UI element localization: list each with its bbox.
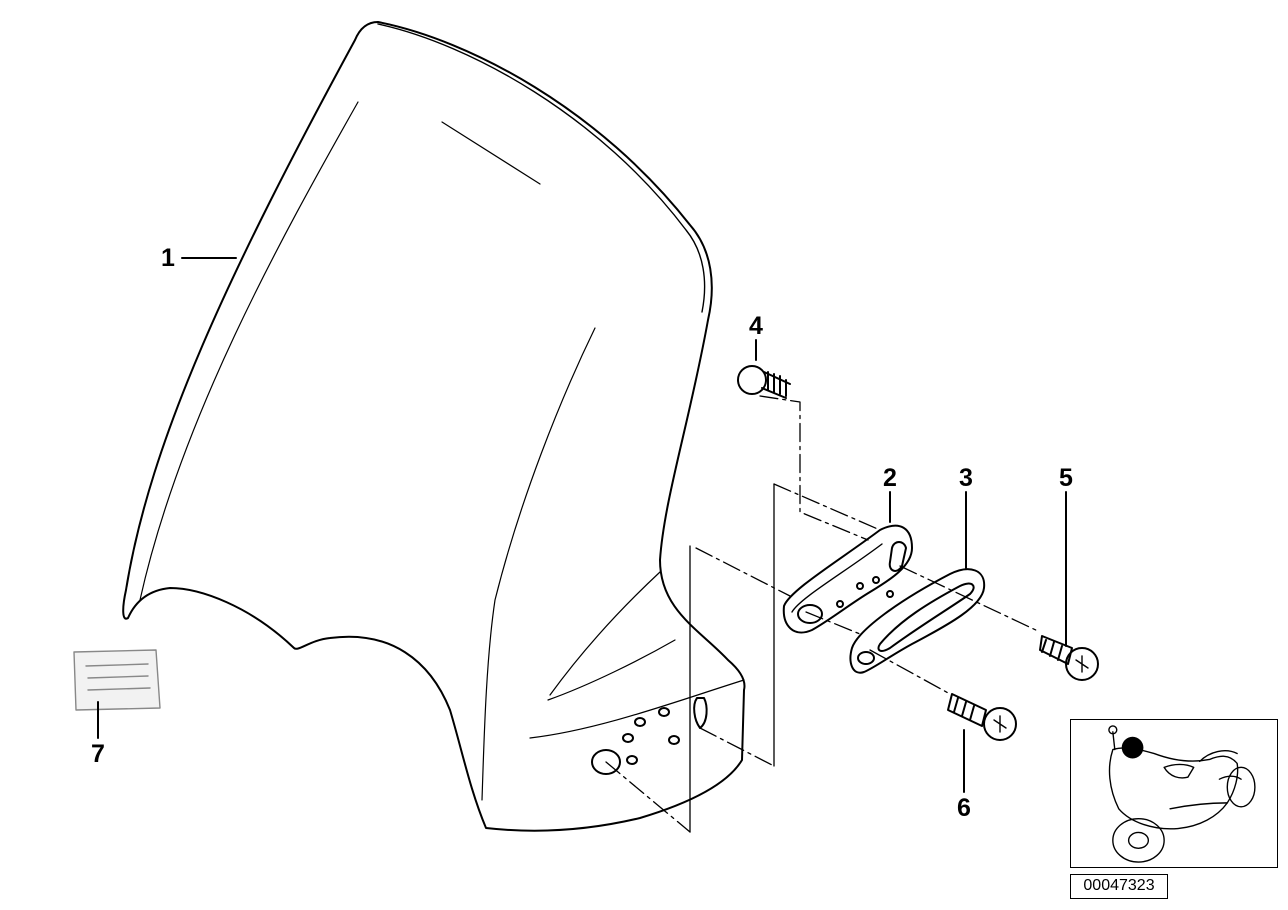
screw-6 bbox=[947, 693, 1017, 741]
location-thumbnail bbox=[1070, 719, 1278, 868]
screw-4 bbox=[737, 365, 791, 399]
assembly-lines bbox=[605, 395, 1041, 833]
windscreen-inner-left bbox=[139, 101, 359, 601]
callout-5: 5 bbox=[1059, 464, 1073, 492]
mount-hole bbox=[668, 735, 680, 745]
mount-slot bbox=[693, 697, 708, 729]
windscreen-lower-contour bbox=[549, 571, 661, 696]
windscreen-inner-curve bbox=[481, 327, 596, 801]
sticker bbox=[73, 649, 161, 711]
windscreen-highlight bbox=[441, 121, 541, 185]
windscreen bbox=[122, 21, 746, 832]
screw-5 bbox=[1039, 635, 1099, 681]
motorcycle-icon bbox=[1108, 725, 1256, 863]
windscreen-outline bbox=[122, 21, 746, 832]
reference-id: 00047323 bbox=[1070, 874, 1168, 899]
mount-hole bbox=[622, 733, 634, 743]
callout-6: 6 bbox=[957, 794, 971, 822]
callout-3: 3 bbox=[959, 464, 973, 492]
mount-hole bbox=[634, 717, 646, 727]
mount-hole bbox=[658, 707, 670, 717]
plate bbox=[849, 568, 986, 674]
location-marker bbox=[1121, 736, 1144, 759]
windscreen-rim bbox=[377, 23, 706, 313]
windscreen-lower-contour-2 bbox=[547, 639, 676, 701]
bracket bbox=[782, 524, 913, 634]
leader-lines bbox=[97, 257, 1067, 793]
assembly-frame bbox=[689, 483, 775, 833]
callout-4: 4 bbox=[749, 312, 763, 340]
callout-7: 7 bbox=[91, 740, 105, 768]
mount-hole-large bbox=[591, 749, 621, 775]
windscreen-lower-contour-3 bbox=[529, 679, 745, 739]
callout-1: 1 bbox=[161, 244, 175, 272]
callout-2: 2 bbox=[883, 464, 897, 492]
mount-hole bbox=[626, 755, 638, 765]
